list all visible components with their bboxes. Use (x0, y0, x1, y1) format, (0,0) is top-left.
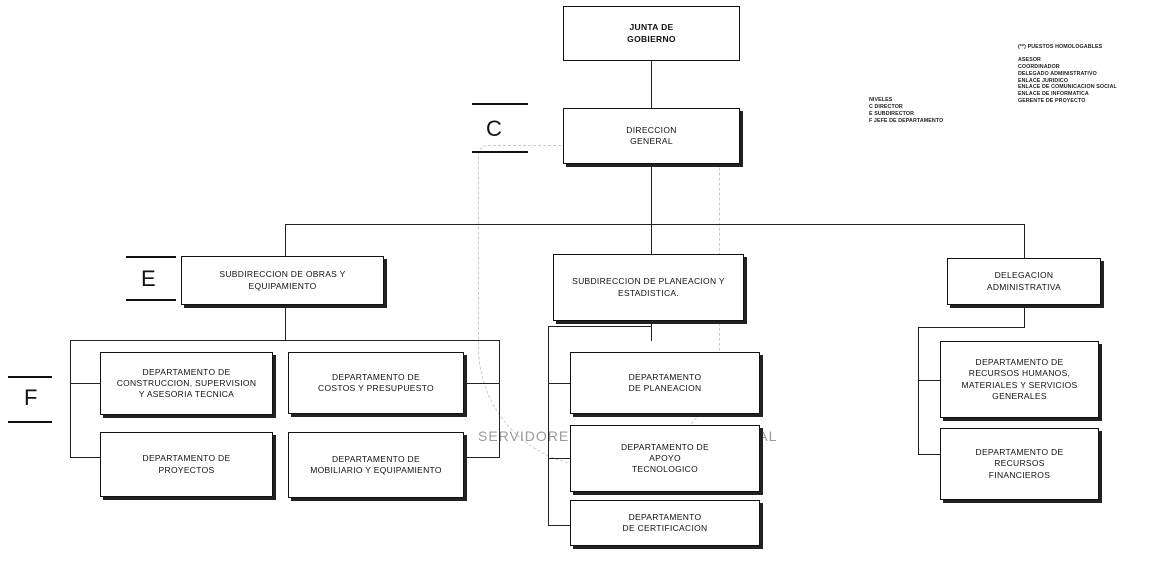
node-depto-recursos-humanos: DEPARTAMENTO DE RECURSOS HUMANOS, MATERI… (940, 341, 1099, 418)
level-c-label: C (486, 116, 502, 141)
node-depto-recursos-financieros: DEPARTAMENTO DE RECURSOS FINANCIEROS (940, 428, 1099, 500)
connector (651, 321, 653, 341)
legend-puestos: (**) PUESTOS HOMOLOGABLES ASESOR COORDIN… (1018, 44, 1117, 105)
legend-niveles-title: NIVELES (869, 97, 893, 103)
connector (918, 454, 940, 456)
node-depto-planeacion: DEPARTAMENTO DE PLANEACION (570, 352, 760, 414)
legend-puestos-item: ENLACE JURIDICO (1018, 77, 1069, 84)
level-f-bar-bottom (8, 421, 52, 423)
node-depto-costos: DEPARTAMENTO DE COSTOS Y PRESUPUESTO (288, 352, 464, 414)
connector (548, 326, 652, 328)
connector (548, 326, 550, 526)
level-c-bar-top (472, 103, 528, 105)
legend-niveles: NIVELES C DIRECTOR E SUBDIRECTOR F JEFE … (869, 97, 943, 125)
legend-niveles-item: E SUBDIRECTOR (869, 110, 915, 117)
connector (499, 340, 501, 458)
connector (70, 340, 72, 458)
node-subdireccion-planeacion: SUBDIRECCION DE PLANEACION Y ESTADISTICA… (553, 254, 744, 321)
connector (548, 383, 570, 385)
connector (918, 327, 920, 455)
connector (70, 340, 500, 342)
legend-puestos-item: ENLACE DE INFORMATICA (1018, 91, 1089, 98)
level-e-bar-top (126, 256, 176, 258)
connector (285, 304, 287, 341)
level-e-label: E (141, 266, 156, 291)
legend-puestos-item: DELEGADO ADMINISTRATIVO (1018, 70, 1097, 77)
level-f-bar-top (8, 376, 52, 378)
connector (548, 525, 570, 527)
connector (918, 327, 1025, 329)
legend-puestos-item: ENLACE DE COMUNICACION SOCIAL (1018, 84, 1117, 91)
connector (464, 383, 500, 385)
level-e-bar-bottom (126, 299, 176, 301)
node-depto-apoyo-tecnologico: DEPARTAMENTO DE APOYO TECNOLOGICO (570, 425, 760, 492)
node-subdireccion-obras: SUBDIRECCION DE OBRAS Y EQUIPAMIENTO (181, 256, 384, 305)
node-depto-construccion: DEPARTAMENTO DE CONSTRUCCION, SUPERVISIO… (100, 352, 273, 415)
node-depto-proyectos: DEPARTAMENTO DE PROYECTOS (100, 432, 273, 497)
connector (1024, 304, 1026, 328)
node-direccion-general: DIRECCION GENERAL (563, 108, 740, 164)
connector (70, 457, 100, 459)
connector (918, 380, 940, 382)
connector (651, 224, 653, 254)
node-depto-mobiliario: DEPARTAMENTO DE MOBILIARIO Y EQUIPAMIENT… (288, 432, 464, 498)
legend-puestos-item: ASESOR (1018, 56, 1041, 63)
connector (70, 383, 100, 385)
level-c-bar-bottom (472, 151, 528, 153)
legend-niveles-item: C DIRECTOR (869, 103, 903, 110)
legend-puestos-title: (**) PUESTOS HOMOLOGABLES (1018, 44, 1103, 50)
connector (651, 60, 653, 109)
connector (464, 457, 500, 459)
legend-puestos-item: COORDINADOR (1018, 63, 1060, 70)
legend-niveles-item: F JEFE DE DEPARTAMENTO (869, 117, 944, 124)
node-delegacion-administrativa: DELEGACION ADMINISTRATIVA (947, 258, 1101, 305)
node-depto-certificacion: DEPARTAMENTO DE CERTIFICACION (570, 500, 760, 546)
connector (548, 458, 570, 460)
connector (651, 163, 653, 225)
level-f-label: F (24, 385, 38, 410)
connector (285, 224, 287, 256)
legend-puestos-item: GERENTE DE PROYECTO (1018, 98, 1086, 105)
node-junta-de-gobierno: JUNTA DE GOBIERNO (563, 6, 740, 61)
connector (1024, 224, 1026, 258)
connector (285, 224, 1025, 226)
